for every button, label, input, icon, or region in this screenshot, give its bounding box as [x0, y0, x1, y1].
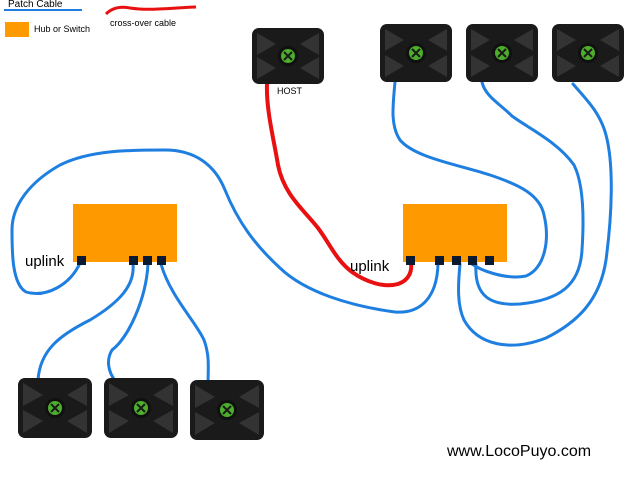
console-host — [252, 28, 324, 84]
console-top-c — [552, 24, 624, 82]
cable-left-port2-console2 — [107, 262, 150, 384]
hub-right-port-1 — [435, 256, 444, 265]
hub-right-uplink-port — [406, 256, 415, 265]
hub-right-port-2 — [452, 256, 461, 265]
legend-patch-cable-label: Patch Cable — [8, 0, 63, 10]
legend-hub-swatch — [5, 22, 29, 37]
legend-crossover-line — [104, 5, 197, 16]
right-uplink-label: uplink — [350, 258, 390, 275]
legend-crossover-label: cross-over cable — [110, 18, 177, 28]
hub-left-uplink-port — [77, 256, 86, 265]
cable-left-port1-console1 — [36, 262, 135, 382]
cable-console-a-right-port2 — [391, 80, 548, 279]
cable-left-uplink-right-port1 — [10, 148, 440, 314]
hub-right-port-3 — [468, 256, 477, 265]
console-top-a — [380, 24, 452, 82]
left-uplink-label: uplink — [25, 253, 65, 270]
website-label: www.LocoPuyo.com — [447, 443, 592, 460]
hub-left-port-3 — [157, 256, 166, 265]
hub-right — [403, 204, 507, 262]
cable-console-b-right-port3 — [474, 80, 585, 306]
hub-left-port-2 — [143, 256, 152, 265]
cable-host-crossover — [264, 82, 414, 288]
cable-console-c-right-port4 — [457, 82, 613, 347]
legend-hub-label: Hub or Switch — [34, 24, 91, 34]
host-label: HOST — [277, 86, 303, 96]
console-bottom-1 — [18, 378, 92, 438]
console-bottom-2 — [104, 378, 178, 438]
hub-left-port-1 — [129, 256, 138, 265]
hub-right-port-4 — [485, 256, 494, 265]
console-top-b — [466, 24, 538, 82]
console-bottom-3 — [190, 380, 264, 440]
cable-left-port3-console3 — [159, 262, 210, 387]
hub-left — [73, 204, 177, 262]
